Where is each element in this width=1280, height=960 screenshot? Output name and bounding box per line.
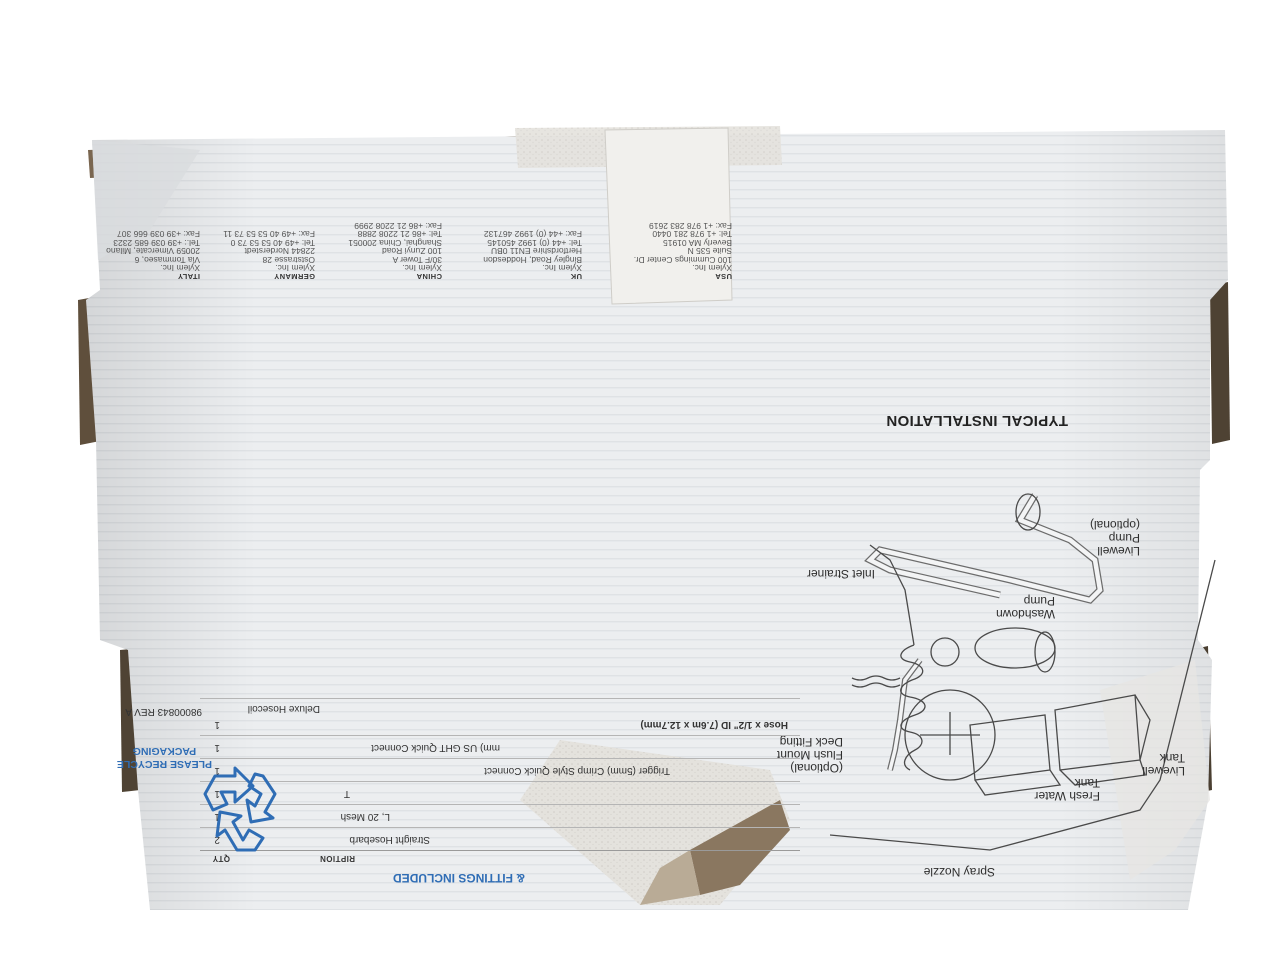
address-line: Fax: +86 21 2208 2999 bbox=[354, 221, 442, 231]
coiled-hose bbox=[900, 644, 926, 771]
country-china: CHINA bbox=[416, 272, 442, 281]
address-line: 100 Zunyi Road bbox=[381, 246, 442, 257]
tape-right bbox=[1100, 660, 1210, 880]
address-usa: USA Xylem Inc. 100 Cummings Center Dr. S… bbox=[633, 221, 732, 281]
address-line: Shanghai, China 200051 bbox=[348, 238, 442, 248]
country-usa: USA bbox=[714, 272, 732, 281]
table-row: Hose x 1/2" ID (7.6m x 12.7mm) 1 Deluxe … bbox=[200, 698, 800, 735]
recycle-icon bbox=[185, 760, 295, 870]
address-line: 22844 Norderstedt bbox=[244, 246, 315, 257]
address-line: Xylem Inc. bbox=[402, 263, 442, 274]
address-china: CHINA Xylem Inc. 30/F Tower A 100 Zunyi … bbox=[348, 221, 442, 281]
label-spray-nozzle: Spray Nozzle bbox=[923, 865, 995, 879]
address-line: Tel: +49 40 53 53 73 0 bbox=[230, 238, 315, 248]
cardboard-edge-right bbox=[1210, 282, 1230, 444]
address-line: Beverly MA 01915 bbox=[663, 238, 732, 248]
country-italy: ITALY bbox=[177, 272, 200, 281]
torn-cardboard bbox=[690, 800, 790, 895]
country-uk: UK bbox=[570, 272, 582, 281]
address-line: Fax: +49 40 53 53 73 11 bbox=[223, 229, 315, 240]
parts-heading: & FITTINGS INCLUDED bbox=[393, 871, 525, 885]
label-livewell-tank: Livewell Tank bbox=[1142, 751, 1185, 778]
installation-diagram bbox=[830, 493, 1216, 851]
address-line: Fax: +39 039 666 307 bbox=[117, 229, 200, 240]
address-line: Tel: +86 21 2208 2888 bbox=[357, 229, 442, 240]
address-line: Xylem Inc. bbox=[275, 263, 315, 274]
plumbing-loop bbox=[864, 493, 1104, 604]
address-line: Tel: +1 978 281 0440 bbox=[652, 229, 732, 240]
address-italy: ITALY Xylem Inc. Via Tommaseo, 6 20059 V… bbox=[106, 229, 200, 282]
label-paper bbox=[604, 127, 733, 305]
address-line: Xylem Inc. bbox=[692, 263, 732, 274]
address-line: Fax: +44 (0) 1992 467132 bbox=[483, 229, 582, 240]
address-line: Xylem Inc. bbox=[542, 263, 582, 274]
address-line: Bingley Road, Hoddesdon bbox=[483, 255, 582, 265]
address-line: Tel: +44 (0) 1992 450145 bbox=[487, 238, 582, 248]
livewell-pump-shape bbox=[1015, 493, 1041, 531]
inlet-strainer-shape bbox=[930, 637, 960, 667]
address-germany: GERMANY Xylem Inc. Oststrasse 28 22844 N… bbox=[223, 229, 315, 282]
label-fresh-water-tank: Fresh Water Tank bbox=[1034, 776, 1100, 803]
country-germany: GERMANY bbox=[273, 272, 315, 281]
hull-outline bbox=[830, 559, 1216, 851]
col-description: RIPTION bbox=[319, 854, 355, 863]
label-inlet-strainer: Inlet Strainer bbox=[806, 567, 875, 581]
address-line: Hertfordshire EN11 0BU bbox=[490, 246, 582, 257]
label-livewell-pump: Livewell Pump (optional) bbox=[1089, 518, 1140, 558]
address-line: 30/F Tower A bbox=[392, 255, 442, 265]
recycle-text: PLEASE RECYCLE PACKAGING bbox=[116, 745, 212, 770]
fresh-water-tank-shape bbox=[969, 714, 1062, 796]
washdown-pump-shape bbox=[974, 627, 1056, 669]
installation-title: TYPICAL INSTALLATION bbox=[886, 412, 1068, 429]
part-number: 98000843 REV A bbox=[125, 706, 202, 717]
address-line: Tel.: +39 039 685 2323 bbox=[113, 238, 200, 248]
livewell-tank-shape bbox=[1054, 694, 1151, 786]
address-line: Fax: +1 978 283 2619 bbox=[649, 221, 732, 231]
deck-fitting-callout bbox=[904, 689, 996, 781]
table-row: mm) US GHT Quick Connect 1 bbox=[200, 735, 800, 758]
address-line: Via Tommaseo, 6 bbox=[134, 255, 200, 265]
address-uk: UK Xylem Inc. Bingley Road, Hoddesdon He… bbox=[483, 229, 582, 282]
address-line: 20059 Vimercate, Milano bbox=[106, 246, 200, 257]
label-washdown-pump: Washdown Pump bbox=[996, 594, 1055, 621]
address-line: Xylem Inc. bbox=[160, 263, 200, 274]
address-line: Oststrasse 28 bbox=[262, 255, 315, 265]
address-line: 100 Cummings Center Dr. bbox=[633, 255, 732, 265]
